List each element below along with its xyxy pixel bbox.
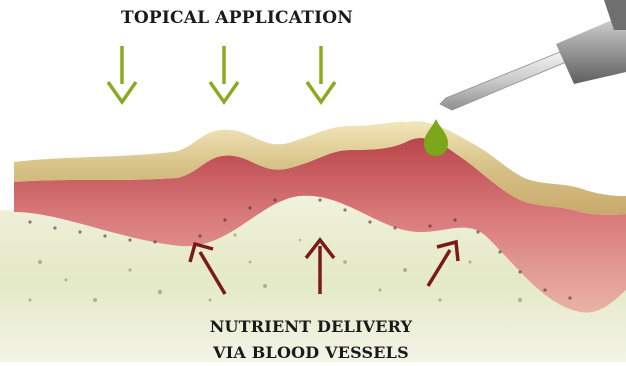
down-arrow-3 (307, 46, 335, 102)
topical-application-label: TOPICAL APPLICATION (0, 8, 550, 28)
down-arrow-1 (108, 46, 136, 102)
down-arrow-2 (210, 46, 238, 102)
nutrient-delivery-label: NUTRIENT DELIVERY VIA BLOOD VESSELS (0, 314, 624, 366)
nutrient-delivery-line-1: NUTRIENT DELIVERY (0, 314, 624, 340)
nutrient-delivery-line-2: VIA BLOOD VESSELS (0, 340, 624, 366)
